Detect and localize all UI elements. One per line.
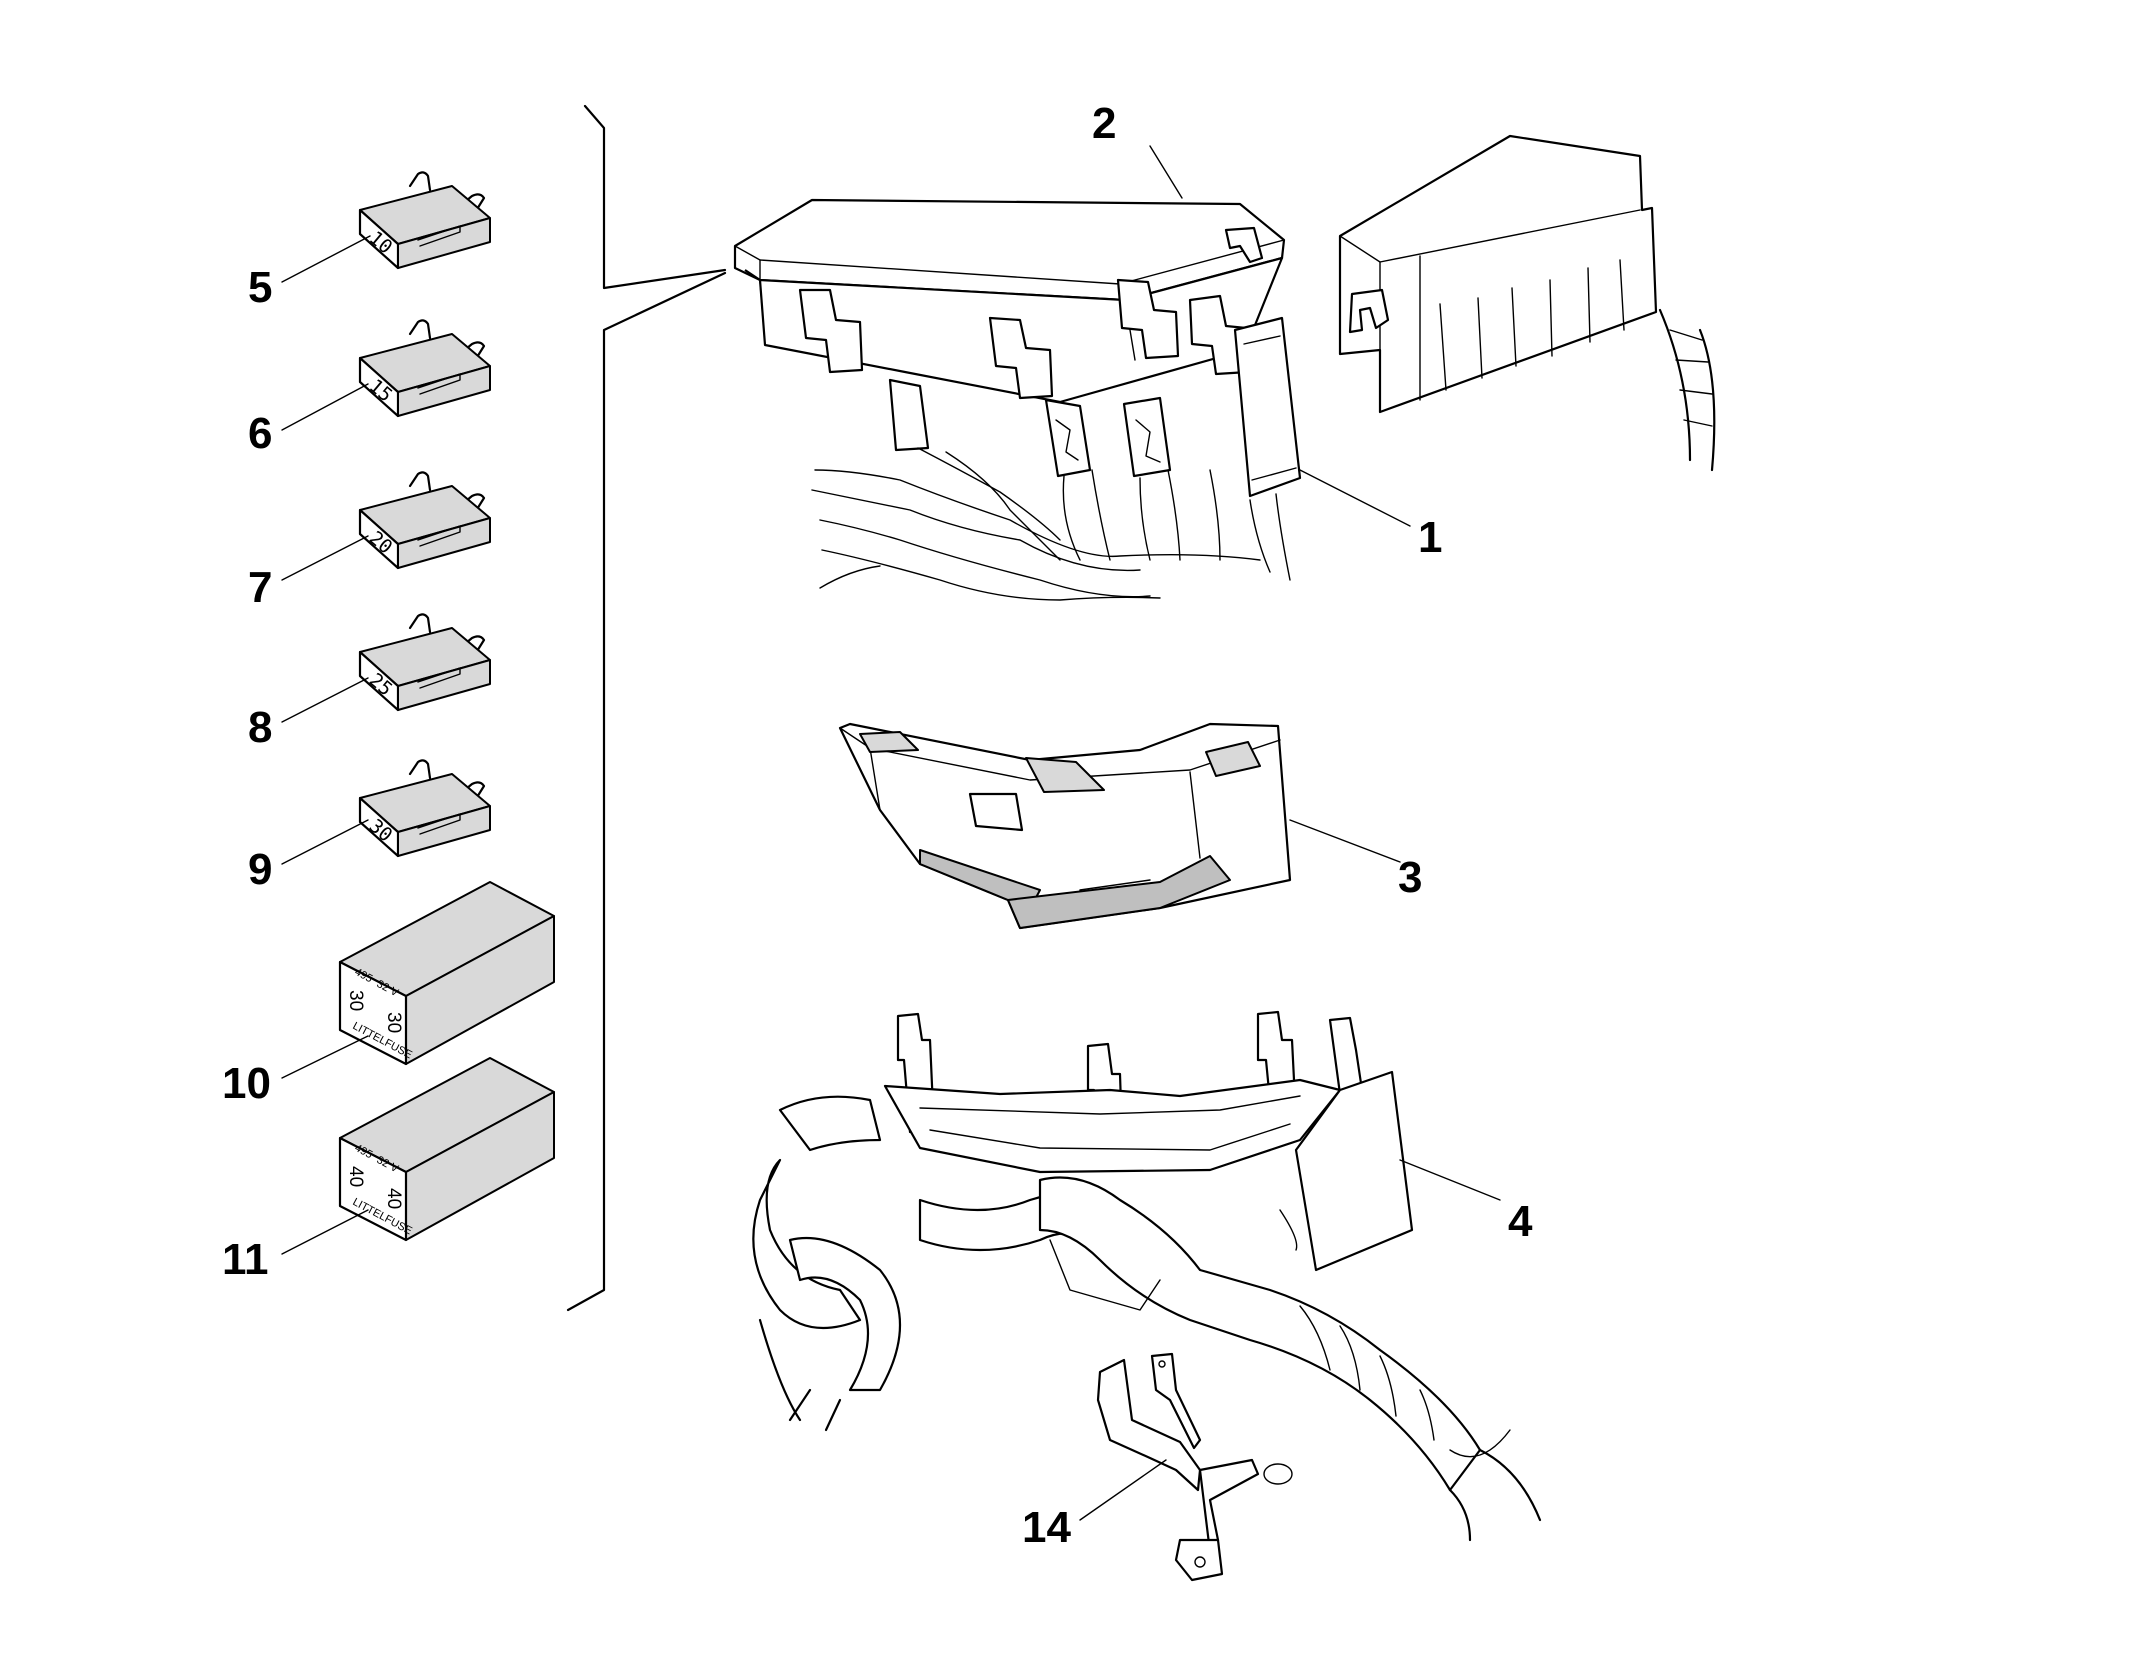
fuse-group-bracket — [566, 104, 727, 1312]
callout-14: 14 — [1022, 1503, 1071, 1552]
leader-lines — [281, 145, 1501, 1521]
maxi-fuse-10: 495 32 V 30 30 LITTELFUSE — [338, 881, 555, 1066]
maxi-10-rating-side: 30 — [383, 1012, 404, 1033]
callout-6: 6 — [248, 409, 272, 458]
lower-housing — [838, 722, 1292, 930]
blade-fuse-8: 25 — [358, 613, 491, 712]
callout-9: 9 — [248, 845, 272, 894]
maxi-11-rating-side: 40 — [383, 1188, 404, 1209]
maxi-10-rating: 30 — [345, 990, 366, 1011]
maxi-11-rating: 40 — [345, 1166, 366, 1187]
callout-1: 1 — [1418, 513, 1442, 562]
callout-4: 4 — [1508, 1197, 1533, 1246]
callout-5: 5 — [248, 263, 272, 312]
callout-11: 11 — [222, 1235, 269, 1284]
blade-fuse-5: 10 — [358, 171, 491, 270]
callout-7: 7 — [248, 563, 272, 612]
blade-fuse-9: 30 — [358, 759, 491, 858]
ground-bracket — [1096, 1352, 1293, 1582]
blade-fuse-7: 20 — [358, 471, 491, 570]
callout-3: 3 — [1398, 853, 1422, 902]
harness-bracket — [752, 1010, 1542, 1542]
fuse-box-assembly — [733, 198, 1302, 601]
callout-labels: 1 2 3 4 5 6 7 8 9 10 11 14 — [222, 99, 1533, 1552]
blade-fuse-6: 15 — [358, 319, 491, 418]
spare-fuse-box — [1338, 134, 1716, 472]
maxi-fuse-11: 495 32 V 40 40 LITTELFUSE — [338, 1057, 555, 1242]
callout-2: 2 — [1092, 99, 1116, 148]
callout-10: 10 — [222, 1059, 271, 1108]
callout-8: 8 — [248, 703, 272, 752]
